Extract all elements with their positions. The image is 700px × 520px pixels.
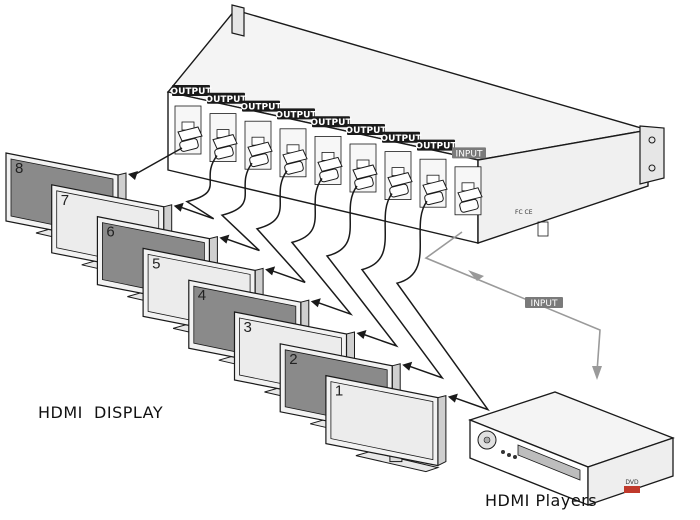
output-tag: OUTPUT xyxy=(275,108,317,120)
input-arrow-head-lower xyxy=(592,366,602,380)
display-caption: HDMI DISPLAY xyxy=(38,403,163,422)
port-bays xyxy=(174,105,483,216)
svg-text:OUTPUT: OUTPUT xyxy=(240,103,282,113)
output-tag: OUTPUT xyxy=(380,131,422,144)
svg-text:INPUT: INPUT xyxy=(456,149,483,159)
monitor-number: 1 xyxy=(335,383,343,400)
player-caption: HDMI Players xyxy=(485,491,597,510)
output-plug xyxy=(352,164,378,190)
svg-text:INPUT: INPUT xyxy=(531,299,558,309)
power-port xyxy=(537,221,549,237)
output-cable xyxy=(179,155,218,220)
disc-tray xyxy=(517,444,581,481)
svg-text:OUTPUT: OUTPUT xyxy=(380,134,422,144)
splitter-unit: FC CE xyxy=(166,4,665,244)
output-cable xyxy=(360,193,445,380)
output-cables xyxy=(128,147,490,412)
input-cable-tag: INPUT xyxy=(525,297,563,309)
hdmi-player: DVD xyxy=(468,391,675,506)
cable-arrow-head xyxy=(447,393,458,403)
cable-arrow-head xyxy=(173,202,184,212)
monitor-1: 1 xyxy=(325,374,447,473)
dvd-logo xyxy=(624,486,640,493)
hdmi-monitors: 8 7 6 5 4 3 2 1 xyxy=(5,152,447,473)
output-plug xyxy=(387,172,413,198)
output-cable xyxy=(220,162,260,252)
svg-text:OUTPUT: OUTPUT xyxy=(170,87,212,97)
player-button xyxy=(513,455,517,459)
output-cable xyxy=(290,177,354,316)
player-button xyxy=(501,450,505,454)
monitor-number: 7 xyxy=(61,192,69,209)
rear-ear xyxy=(231,4,245,37)
ear-screw-hole xyxy=(648,164,656,172)
output-plug xyxy=(422,179,448,206)
output-plug xyxy=(282,149,308,175)
front-ear xyxy=(639,125,665,185)
monitor-screen xyxy=(330,381,434,461)
monitor-number: 5 xyxy=(152,255,160,272)
output-tag: OUTPUT xyxy=(415,139,457,152)
output-cable xyxy=(395,200,490,412)
svg-text:OUTPUT: OUTPUT xyxy=(415,142,457,152)
monitor-number: 6 xyxy=(106,224,114,241)
dvd-brand-text: DVD xyxy=(625,479,639,486)
cable-arrow-head xyxy=(219,234,230,244)
input-plug xyxy=(457,187,483,213)
monitor-number: 3 xyxy=(244,319,252,336)
input-arrow-head-upper xyxy=(468,270,484,281)
output-cable xyxy=(133,147,183,176)
svg-text:OUTPUT: OUTPUT xyxy=(345,126,387,136)
svg-text:OUTPUT: OUTPUT xyxy=(205,95,247,105)
monitor-number: 2 xyxy=(289,351,297,368)
ear-screw-hole xyxy=(648,136,656,144)
output-tag: OUTPUT xyxy=(205,92,247,105)
output-tag: OUTPUT xyxy=(240,100,282,113)
cable-arrow-head xyxy=(128,171,138,180)
port-tags: OUTPUTOUTPUTOUTPUTOUTPUTOUTPUTOUTPUTOUTP… xyxy=(170,85,486,159)
cable-arrow-head xyxy=(356,330,367,339)
monitor-number: 4 xyxy=(198,287,206,304)
cable-arrow-head xyxy=(265,266,276,276)
output-cable xyxy=(255,170,306,284)
svg-text:OUTPUT: OUTPUT xyxy=(310,118,352,128)
output-plug xyxy=(212,134,238,160)
output-tag: OUTPUT xyxy=(170,85,212,97)
output-plug xyxy=(247,141,273,168)
input-tag: INPUT xyxy=(452,147,486,159)
input-cable xyxy=(424,231,602,380)
output-plug xyxy=(317,156,343,183)
output-cable xyxy=(325,185,399,348)
output-tag: OUTPUT xyxy=(345,124,387,136)
cable-arrow-head xyxy=(310,298,321,308)
cable-arrow-head xyxy=(402,361,413,371)
output-plug xyxy=(177,126,203,152)
fcc-mark: FC CE xyxy=(515,209,533,216)
output-tag: OUTPUT xyxy=(310,116,352,128)
monitor-number: 8 xyxy=(15,160,23,177)
player-button xyxy=(507,453,511,457)
svg-text:OUTPUT: OUTPUT xyxy=(275,110,317,120)
